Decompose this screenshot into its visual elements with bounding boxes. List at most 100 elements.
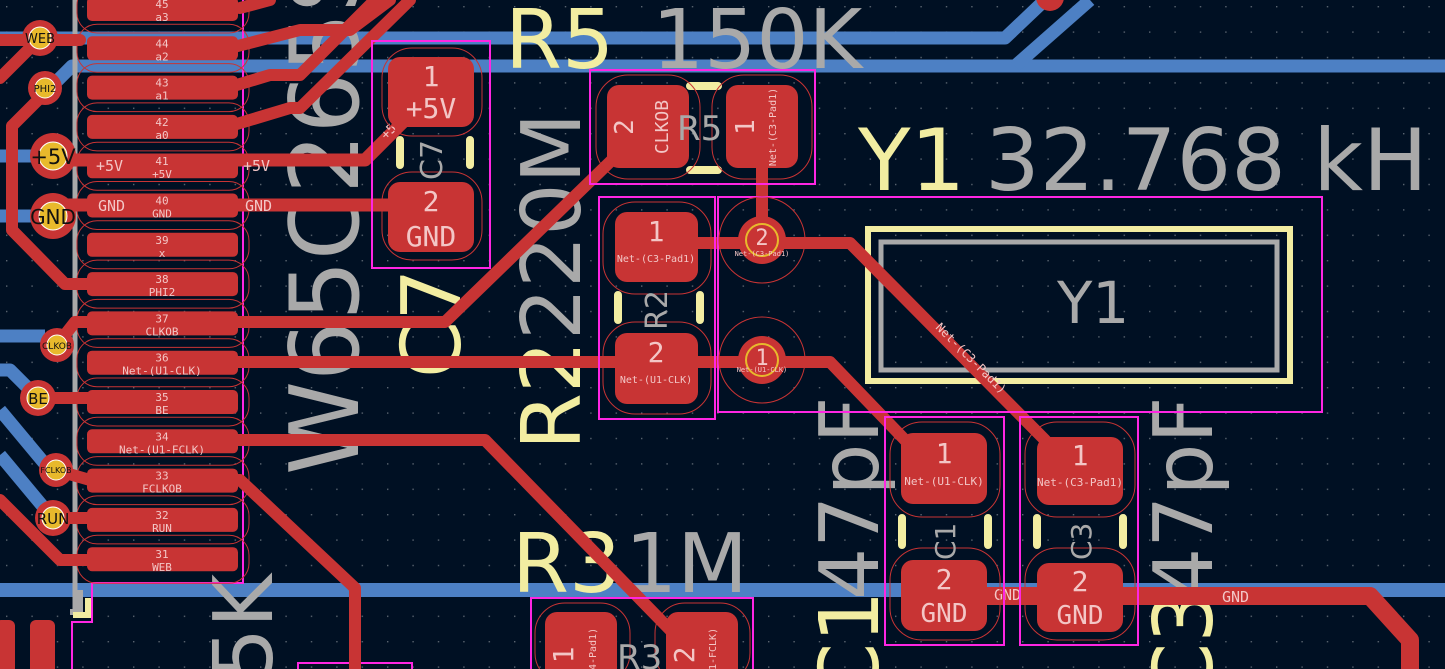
c3-body-label: C3 [1065,523,1098,560]
connector-pad-net: a1 [155,90,168,103]
r3-pad1-net: (C4-Pad1) [588,628,599,669]
connector-pad-net: WEB [152,561,172,574]
connector-pad-body[interactable] [87,350,238,375]
r2-pad1-number: 1 [648,215,665,248]
connector-pad-net: a2 [155,50,168,63]
connector-pad-number: 42 [155,116,168,129]
partial-footprint [0,0,1064,669]
connector-pad-body[interactable] [87,154,238,179]
y1-pin2-net: Net-(C3-Pad1) [735,250,790,258]
via-clkob[interactable]: CLKOB [40,328,74,362]
connector-pad-body[interactable] [87,0,238,21]
trace-label-5v: +5V [243,157,270,175]
via-phi2[interactable]: PHI2 [28,71,62,105]
connector-pad-body[interactable] [87,547,238,572]
c3-footprint[interactable]: 1 Net-(C3-Pad1) 2 GND C3 [1019,416,1139,646]
connector-pad-41[interactable]: 41+5V [76,141,250,191]
connector-pad-body[interactable] [87,193,238,218]
c7-footprint[interactable]: 1 +5V 2 GND C7 [371,40,491,269]
connector-pad-number: 33 [155,470,168,483]
c3-pad-2[interactable] [1037,563,1123,632]
r3-footprint[interactable]: 1 (C4-Pad1) 2 (U1-FCLK) R3 [530,597,754,669]
via-gnd[interactable]: GND [30,193,76,239]
labeled-vias: WEB PHI2 +5V GND CLKOB BE FCLKOB RUN [20,20,76,536]
r3-pad-1[interactable] [545,612,617,669]
c3-pad1-number: 1 [1072,439,1089,472]
connector-pad-body[interactable] [87,429,238,454]
connector-pad-number: 34 [155,430,169,443]
connector-pad-number: 40 [155,195,168,208]
c7-pad1-number: 1 [423,60,440,93]
c1-footprint[interactable]: 1 Net-(U1-CLK) 2 GND C1 [884,416,1005,646]
r2-pad-2[interactable] [615,333,698,404]
y1-pin1-number: 1 [755,346,768,371]
connector-pad-39[interactable]: 39x [76,220,250,270]
connector-pad-number: 36 [155,352,168,365]
c7-pad-1[interactable] [388,57,474,127]
connector-pad-net: GND [152,208,172,221]
r2-pad2-number: 2 [648,336,665,369]
y1-fab-outline [878,239,1280,373]
r5-footprint[interactable]: 2 CLKOB 1 Net-(C3-Pad1) R5 [589,69,816,185]
connector-pad-net: RUN [152,522,172,535]
y1-body-label: Y1 [1056,269,1129,337]
via-label: +5V [30,145,76,169]
c1-pad1-number: 1 [936,437,953,470]
via-label: CLKOB [42,342,72,352]
connector-pad-body[interactable] [87,114,238,139]
via-run[interactable]: RUN [35,500,71,536]
y1-footprint[interactable]: 2 Net-(C3-Pad1) 1 Net-(U1-CLK) [717,196,1323,413]
connector-pad-body[interactable] [87,272,238,297]
r2-pad-1[interactable] [615,212,698,282]
connector-pad-number: 31 [155,548,168,561]
c1-pad-2[interactable] [901,560,987,631]
r5-body-label: R5 [677,109,722,149]
c3-pad2-net: GND [1057,601,1104,631]
r5-pad1-number: 1 [731,119,761,135]
via-5v[interactable]: +5V [30,133,76,179]
via-be[interactable]: BE [20,380,56,416]
c3-value-label: 47pF [1137,396,1232,600]
c1-pad2-net: GND [921,599,968,629]
connector-pad-body[interactable] [87,36,238,61]
5k-value-label: 5K [197,572,292,669]
c1-value-label: 47pF [803,396,898,600]
connector-pad-net: FCLKOB [142,483,182,496]
r2-footprint[interactable]: 1 Net-(C3-Pad1) 2 Net-(U1-CLK) R2 [598,196,716,420]
connector-pad-body[interactable] [87,232,238,257]
r3-body-label: R3 [617,638,662,669]
via-label: PHI2 [34,84,57,95]
connector-pad-net: a3 [155,11,168,24]
connector-pad-body[interactable] [87,75,238,100]
connector-pad-body[interactable] [87,390,238,414]
c7-pad-2[interactable] [388,182,474,252]
connector-pad-body[interactable] [87,507,238,532]
r3-pad-2[interactable] [666,612,738,669]
connector-pad-body[interactable] [87,468,238,493]
connector-pad-net: BE [155,404,168,417]
via-fclkob[interactable]: FCLKOB [39,453,73,487]
via-web[interactable]: WEB [22,20,58,56]
c3-pad-1[interactable] [1037,437,1123,505]
connector-pad-body[interactable] [87,311,238,336]
r5-pad-1[interactable] [726,85,798,168]
c1-pad-1[interactable] [901,433,987,504]
r2-body-label: R2 [640,290,675,330]
r5-pad-2[interactable] [607,85,689,168]
r2-pad2-net: Net-(U1-CLK) [620,375,692,386]
